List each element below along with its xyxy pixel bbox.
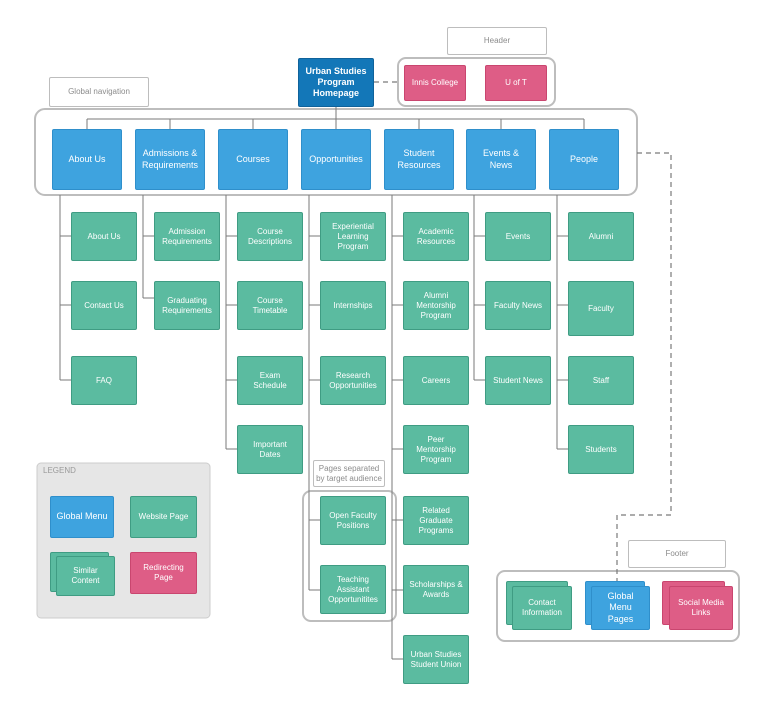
footer-group <box>496 570 740 642</box>
footer-label: Footer <box>628 540 726 568</box>
page-experiential-learning-program[interactable]: Experiential Learning Program <box>320 212 386 261</box>
header-link-innis-college[interactable]: Innis College <box>404 65 466 101</box>
page-related-graduate-programs[interactable]: Related Graduate Programs <box>403 496 469 545</box>
nav-opportunities[interactable]: Opportunities <box>301 129 371 190</box>
page-peer-mentorship-program[interactable]: Peer Mentorship Program <box>403 425 469 474</box>
page-scholarships-awards[interactable]: Scholarships & Awards <box>403 565 469 614</box>
page-faculty[interactable]: Faculty <box>568 281 634 336</box>
page-course-descriptions[interactable]: Course Descriptions <box>237 212 303 261</box>
nav-about-us[interactable]: About Us <box>52 129 122 190</box>
page-about-us[interactable]: About Us <box>71 212 137 261</box>
page-faq[interactable]: FAQ <box>71 356 137 405</box>
legend-redirecting-page: Redirecting Page <box>130 552 197 594</box>
page-admission-requirements[interactable]: Admission Requirements <box>154 212 220 261</box>
page-open-faculty-positions[interactable]: Open Faculty Positions <box>320 496 386 545</box>
page-research-opportunities[interactable]: Research Opportunities <box>320 356 386 405</box>
page-staff[interactable]: Staff <box>568 356 634 405</box>
nav-student-resources[interactable]: Student Resources <box>384 129 454 190</box>
nav-courses[interactable]: Courses <box>218 129 288 190</box>
legend-global-menu: Global Menu <box>50 496 114 538</box>
page-exam-schedule[interactable]: Exam Schedule <box>237 356 303 405</box>
target-audience-label: Pages separated by target audience <box>313 460 385 487</box>
page-alumni[interactable]: Alumni <box>568 212 634 261</box>
footer-contact-information[interactable]: Contact Information <box>512 586 572 630</box>
page-internships[interactable]: Internships <box>320 281 386 330</box>
page-faculty-news[interactable]: Faculty News <box>485 281 551 330</box>
page-teaching-assistant-opportunities[interactable]: Teaching Assistant Opportunitites <box>320 565 386 614</box>
legend-similar-content: Similar Content <box>56 556 115 596</box>
nav-events-news[interactable]: Events & News <box>466 129 536 190</box>
footer-social-media-links[interactable]: Social Media Links <box>669 586 733 630</box>
page-alumni-mentorship-program[interactable]: Alumni Mentorship Program <box>403 281 469 330</box>
nav-people[interactable]: People <box>549 129 619 190</box>
homepage-node[interactable]: Urban Studies Program Homepage <box>298 58 374 107</box>
page-contact-us[interactable]: Contact Us <box>71 281 137 330</box>
nav-admissions-requirements[interactable]: Admissions & Requirements <box>135 129 205 190</box>
page-urban-studies-student-union[interactable]: Urban Studies Student Union <box>403 635 469 684</box>
page-graduating-requirements[interactable]: Graduating Requirements <box>154 281 220 330</box>
page-important-dates[interactable]: Important Dates <box>237 425 303 474</box>
page-events[interactable]: Events <box>485 212 551 261</box>
page-students[interactable]: Students <box>568 425 634 474</box>
legend-title: LEGEND <box>43 466 76 475</box>
header-link-u-of-t[interactable]: U of T <box>485 65 547 101</box>
global-navigation-label: Global navigation <box>49 77 149 107</box>
page-student-news[interactable]: Student News <box>485 356 551 405</box>
page-careers[interactable]: Careers <box>403 356 469 405</box>
header-group <box>397 57 556 107</box>
page-course-timetable[interactable]: Course Timetable <box>237 281 303 330</box>
legend-website-page: Website Page <box>130 496 197 538</box>
header-label: Header <box>447 27 547 55</box>
footer-global-menu-pages[interactable]: Global Menu Pages <box>591 586 650 630</box>
page-academic-resources[interactable]: Academic Resources <box>403 212 469 261</box>
target-audience-group <box>302 490 397 622</box>
